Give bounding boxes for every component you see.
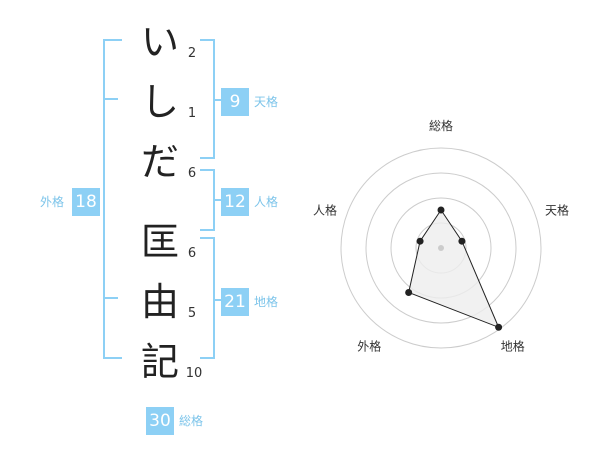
jinkaku-badge: 12	[221, 188, 249, 216]
radar-point	[416, 237, 424, 245]
radar-ring	[340, 147, 542, 349]
radar-point	[458, 237, 466, 245]
given-char-2: 由	[140, 280, 179, 324]
chikaku-label: 地格	[254, 295, 279, 309]
radar-ring	[365, 172, 517, 324]
surname-char-2: し	[140, 80, 179, 124]
given-char-3: 記	[140, 340, 179, 384]
radar-axis-label: 外格	[357, 339, 381, 354]
surname-char-1: い	[140, 20, 179, 64]
radar-axis-label: 天格	[545, 202, 569, 217]
surname-strokes-2: 1	[187, 106, 197, 121]
given-strokes-1: 6	[187, 246, 197, 261]
given-strokes-3: 10	[185, 366, 203, 381]
radar-center	[438, 245, 444, 251]
jinkaku-label: 人格	[254, 195, 279, 209]
soukaku-label: 総格	[179, 414, 204, 428]
surname-strokes-1: 2	[187, 46, 197, 61]
surname-strokes-3: 6	[187, 166, 197, 181]
radar-point	[437, 206, 445, 214]
soukaku-badge: 30	[146, 407, 174, 435]
radar-point	[495, 323, 503, 331]
given-strokes-2: 5	[187, 306, 197, 321]
gaikaku-label: 外格	[40, 195, 65, 209]
radar-point	[405, 288, 413, 296]
chikaku-badge: 21	[221, 288, 249, 316]
radar-axis-label: 地格	[501, 339, 525, 354]
surname-char-3: だ	[140, 140, 179, 184]
tenkaku-badge: 9	[221, 88, 249, 116]
tenkaku-label: 天格	[254, 95, 279, 109]
radar-polygon	[408, 209, 500, 329]
radar-axis-label: 総格	[429, 118, 453, 133]
given-char-1: 匡	[140, 220, 179, 264]
gaikaku-badge: 18	[72, 188, 100, 216]
radar-axis-label: 人格	[313, 202, 337, 217]
